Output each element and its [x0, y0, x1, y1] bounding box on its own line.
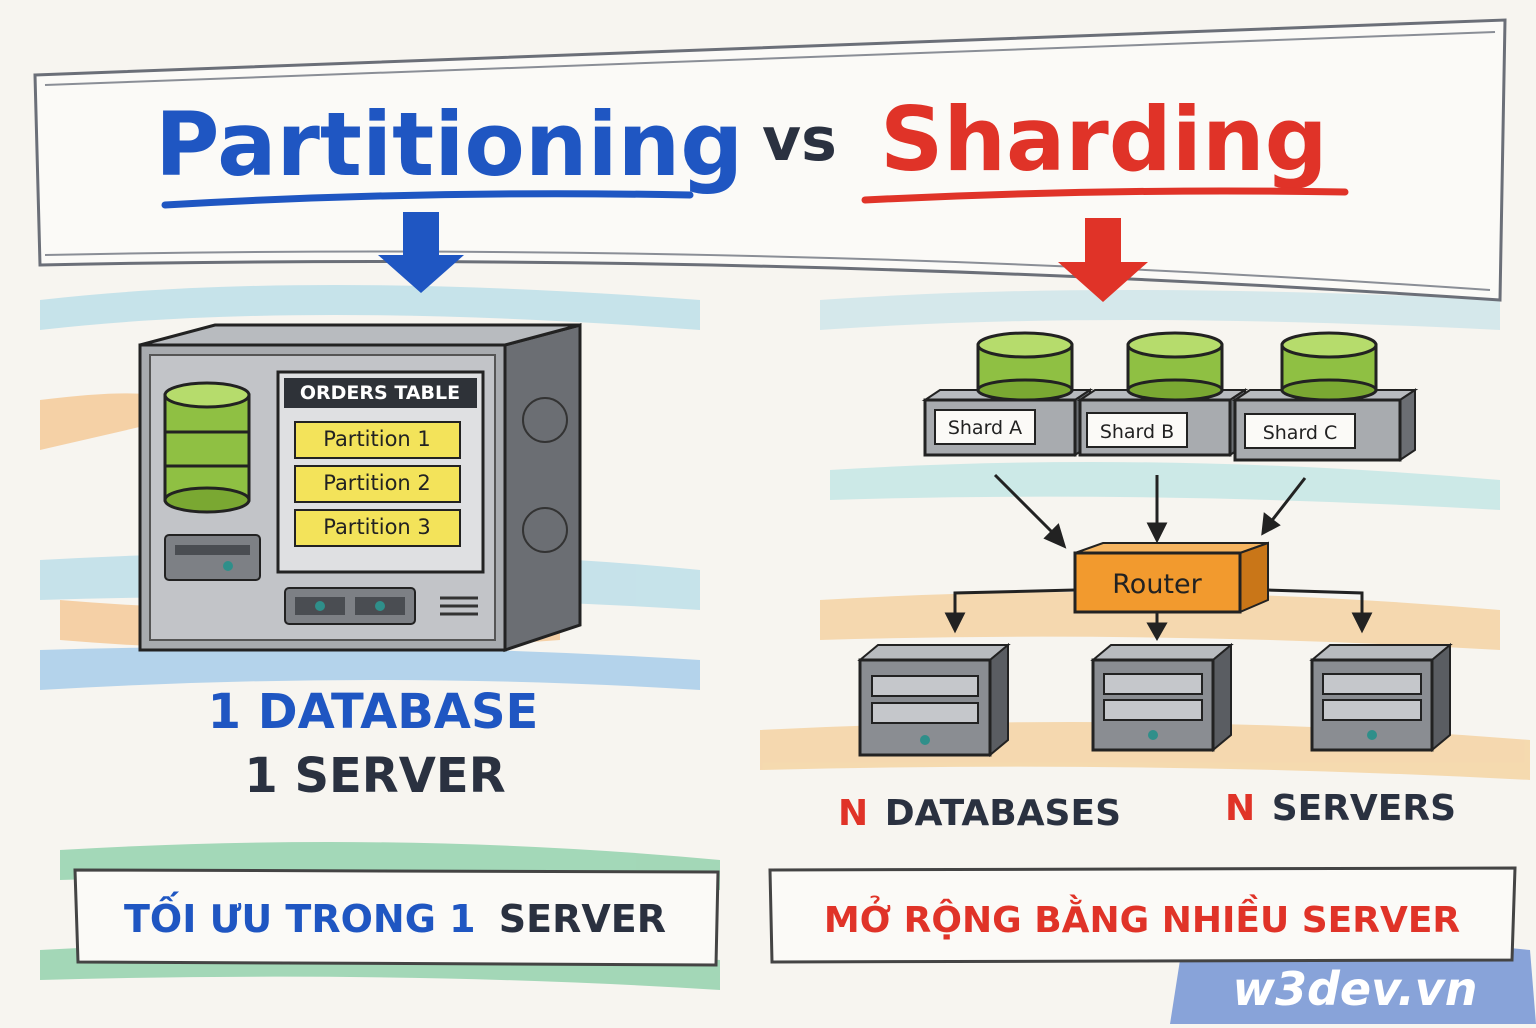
- shard-to-router-arrows: [993, 473, 1307, 549]
- server-icon: [1090, 642, 1234, 753]
- title-sharding: Sharding: [880, 88, 1328, 191]
- partition-list: Partition 1 Partition 2 Partition 3: [294, 421, 461, 547]
- router-label: Router: [1112, 569, 1202, 600]
- shard-label: Shard A: [948, 417, 1022, 439]
- partitioning-summary-servers: 1 SERVER: [244, 748, 505, 804]
- server-icon: [857, 642, 1011, 758]
- router-box: [1073, 541, 1269, 614]
- router-to-server-arrows: [944, 588, 1373, 642]
- title-vs: vs: [762, 105, 837, 175]
- arrow-down-blue-icon: [378, 212, 464, 293]
- server-icon: [1309, 642, 1453, 753]
- arrow-down-red-icon: [1058, 218, 1148, 302]
- partitioning-summary-databases: 1 DATABASE: [208, 684, 539, 740]
- shard-label: Shard C: [1263, 422, 1338, 444]
- title-partitioning: Partitioning: [155, 93, 743, 196]
- title-underline-red: [861, 187, 1349, 204]
- database-icon: [163, 381, 251, 514]
- title-banner: [33, 18, 1507, 302]
- partition-label: Partition 1: [323, 427, 431, 451]
- shard-c: [1231, 331, 1419, 462]
- title-underline-blue: [161, 190, 694, 209]
- partition-box: [294, 421, 461, 459]
- shard-a: [921, 331, 1094, 457]
- watermark: w3dev.vn: [1232, 962, 1477, 1016]
- partition-label: Partition 2: [323, 471, 431, 495]
- n-servers-label: N SERVERS: [1225, 788, 1456, 829]
- partition-box: [294, 509, 461, 547]
- partition-label: Partition 3: [323, 515, 431, 539]
- n-databases-label: N DATABASES: [838, 793, 1121, 834]
- partitioning-footer: TỐI ƯU TRONG 1 SERVER: [124, 892, 666, 941]
- shard-label: Shard B: [1100, 421, 1174, 443]
- sharding-footer: MỞ RỘNG BẰNG NHIỀU SERVER: [824, 894, 1460, 941]
- partitioning-footer-box: [73, 868, 720, 967]
- partition-box: [294, 465, 461, 503]
- orders-table-label: ORDERS TABLE: [300, 382, 460, 404]
- sharding-footer-box: [768, 866, 1517, 964]
